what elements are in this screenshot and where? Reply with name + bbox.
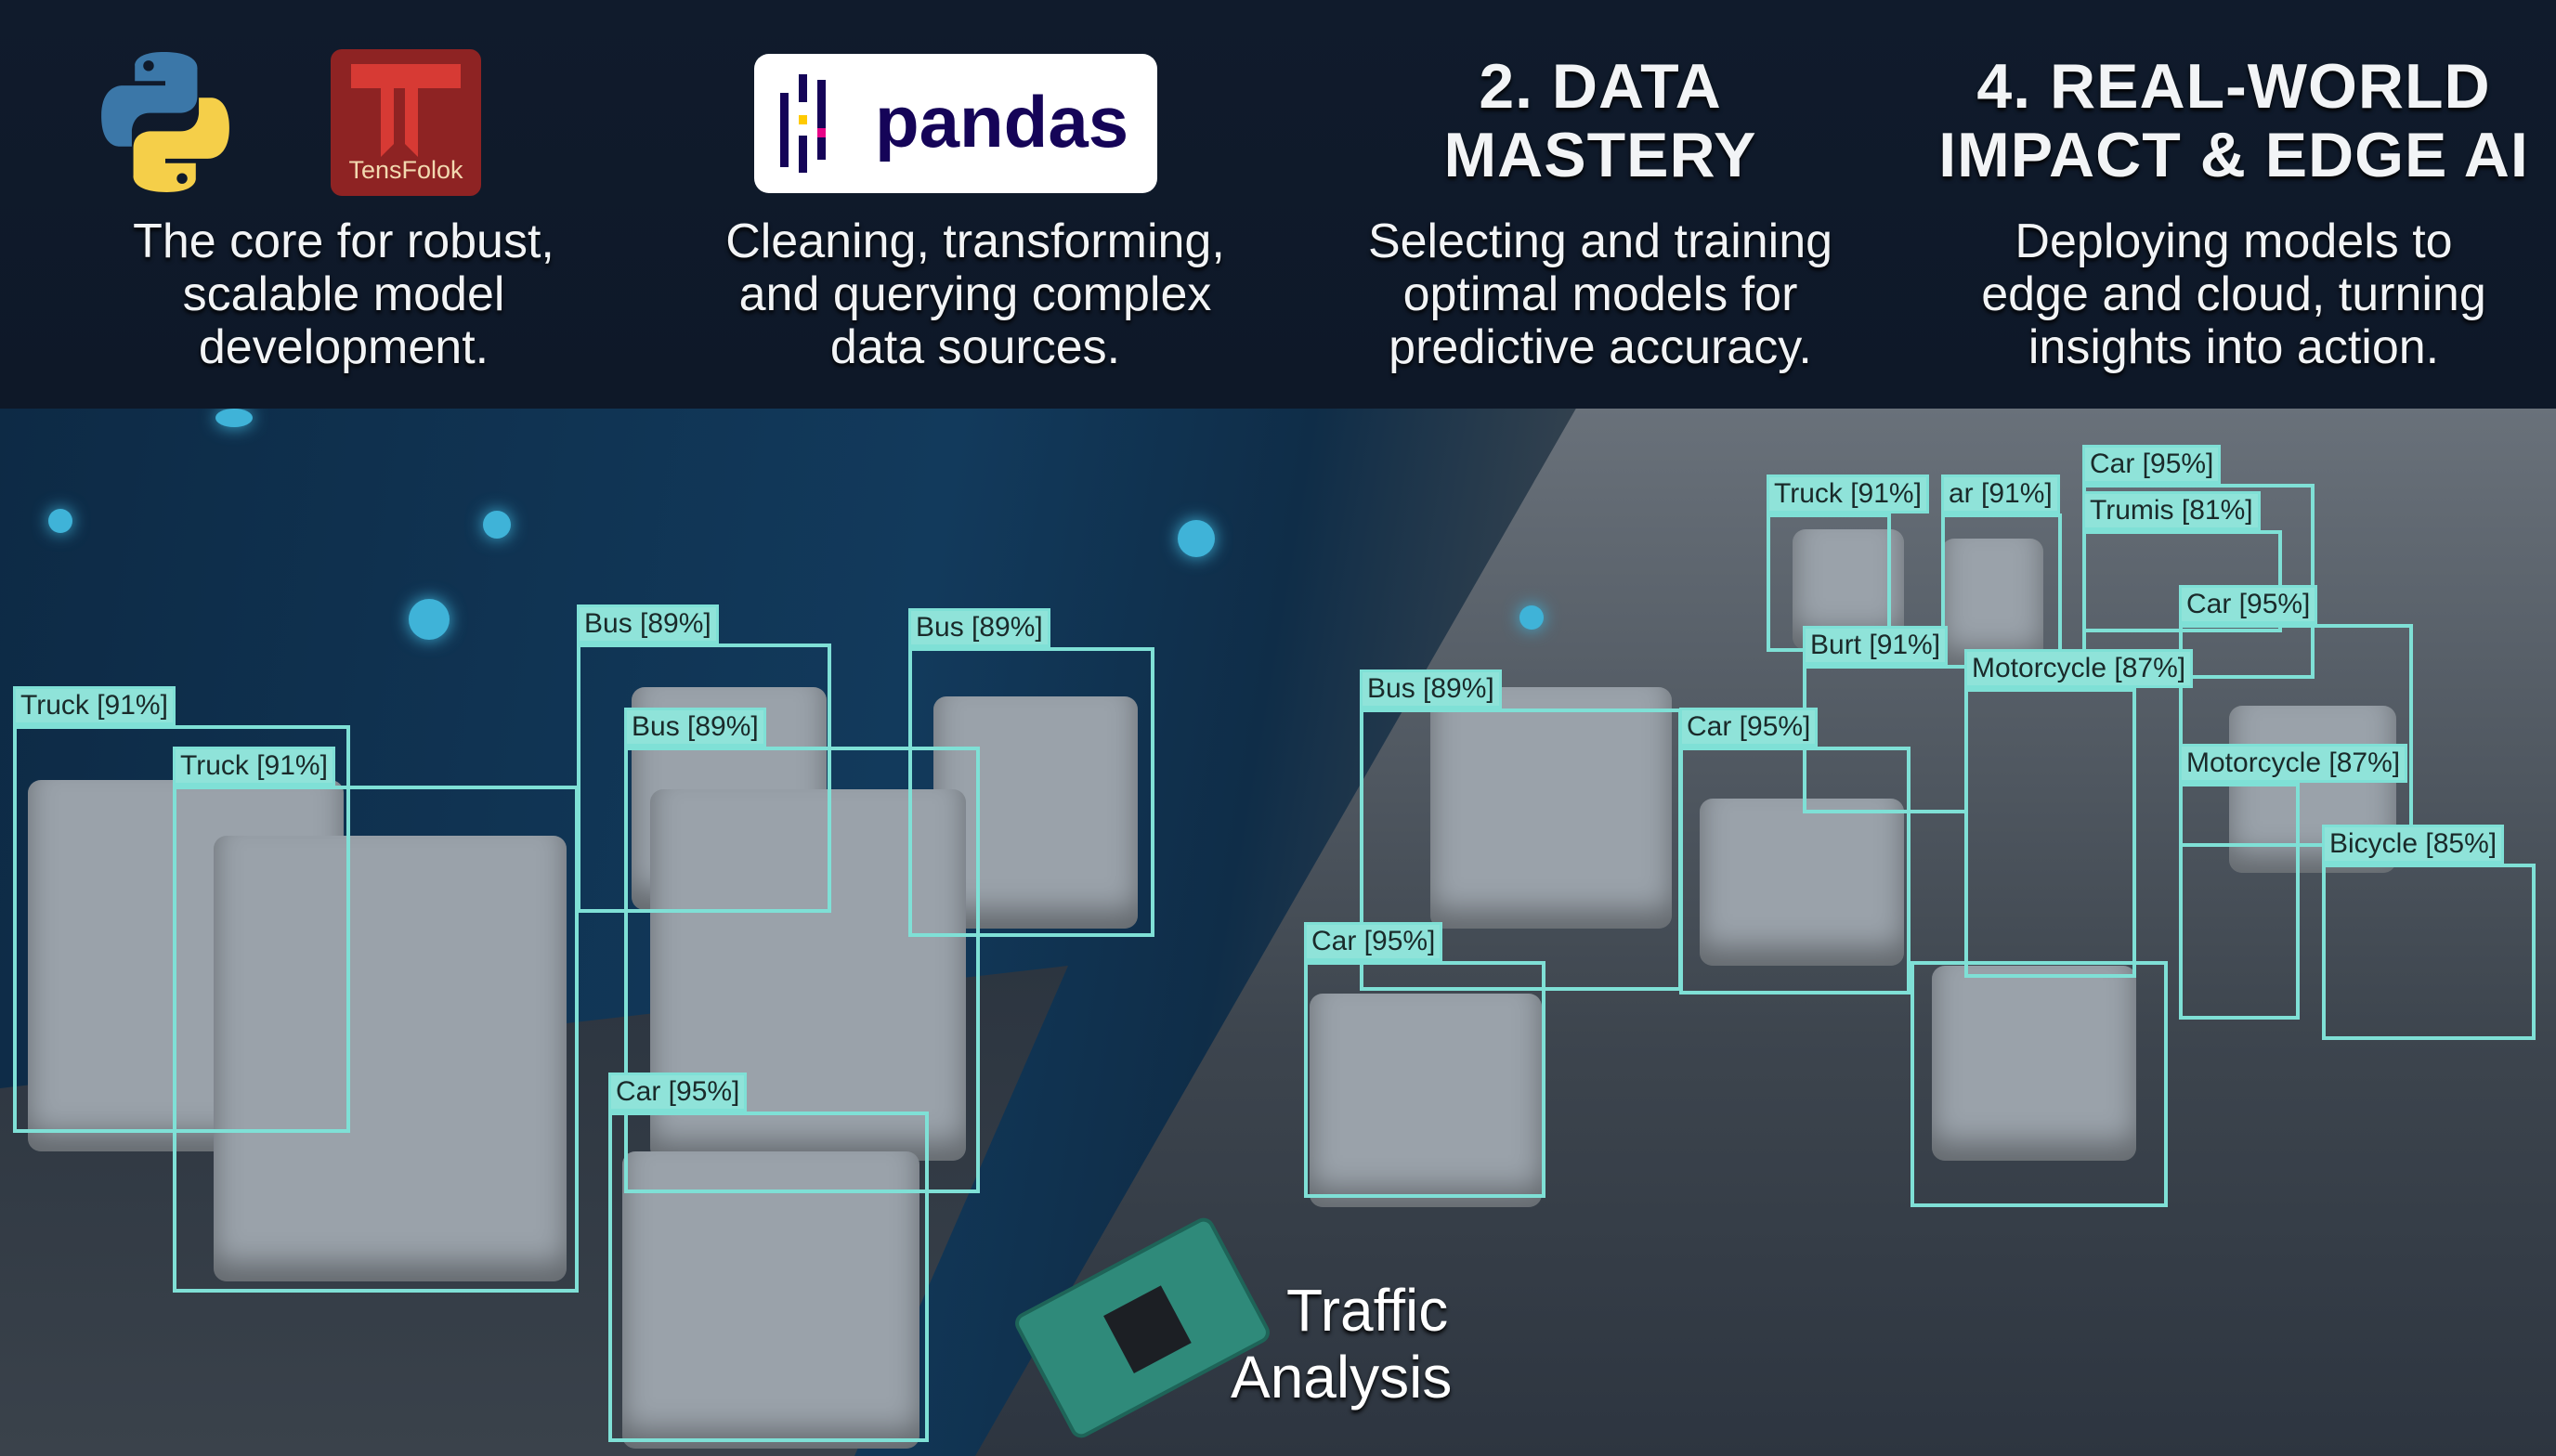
title-line: 4. REAL-WORLD bbox=[1976, 51, 2491, 122]
data-mastery-title: 2. DATA MASTERY bbox=[1322, 52, 1879, 189]
tensorflow-logo-text: TensFolok bbox=[348, 156, 463, 184]
description-line: predictive accuracy. bbox=[1389, 320, 1812, 374]
detection-box bbox=[577, 644, 831, 913]
detection-label: Car [95%] bbox=[1304, 922, 1443, 961]
detection-box bbox=[1803, 665, 1968, 813]
data-mastery-description: Selecting and training optimal models fo… bbox=[1322, 215, 1879, 374]
detection-label: Bus [89%] bbox=[908, 608, 1050, 647]
detection-label: Motorcycle [87%] bbox=[2179, 744, 2408, 783]
detection-label: Bus [89%] bbox=[1360, 670, 1502, 708]
tensorflow-t-icon bbox=[351, 64, 461, 157]
detection-box bbox=[1679, 747, 1910, 994]
title-line: Analysis bbox=[1231, 1344, 1453, 1410]
pandas-description: Cleaning, transforming, and querying com… bbox=[687, 215, 1263, 374]
network-node bbox=[215, 409, 253, 427]
detection-box bbox=[13, 725, 350, 1133]
core-description: The core for robust, scalable model deve… bbox=[74, 215, 613, 374]
description-line: insights into action. bbox=[2028, 320, 2440, 374]
vehicle bbox=[214, 836, 567, 1281]
vehicle bbox=[1310, 994, 1542, 1207]
detection-box bbox=[2179, 783, 2300, 1020]
detection-label: Car [95%] bbox=[2082, 445, 2222, 484]
detection-box bbox=[1910, 961, 2168, 1207]
detection-label: Bus [89%] bbox=[577, 604, 719, 644]
traffic-analysis-title: Traffic Analysis bbox=[1231, 1277, 1452, 1410]
tensorflow-logo: TensFolok bbox=[331, 49, 481, 196]
network-node bbox=[1178, 520, 1215, 557]
detection-label: Bus [89%] bbox=[624, 708, 766, 747]
detection-box bbox=[173, 786, 579, 1293]
detection-box bbox=[1304, 961, 1545, 1198]
pandas-bars-icon bbox=[780, 74, 826, 173]
network-node bbox=[1519, 605, 1544, 630]
detection-box bbox=[624, 747, 980, 1193]
detection-box bbox=[1964, 688, 2136, 978]
pandas-logo: pandas bbox=[754, 54, 1157, 193]
description-line: Cleaning, transforming, bbox=[725, 214, 1225, 268]
vehicle bbox=[1941, 539, 2043, 669]
detection-label: Truck [91%] bbox=[173, 747, 335, 786]
vehicle bbox=[933, 696, 1138, 929]
detection-label: Car [95%] bbox=[608, 1072, 748, 1112]
detection-box bbox=[2322, 864, 2536, 1040]
vehicle bbox=[1430, 687, 1672, 929]
traffic-detection-photo: Truck [91%] Truck [91%] Bus [89%] Bus [89%]… bbox=[0, 409, 2556, 1456]
detection-label: Motorcycle [87%] bbox=[1964, 649, 2194, 688]
detection-box bbox=[908, 647, 1154, 937]
description-line: development. bbox=[198, 320, 489, 374]
network-node bbox=[409, 599, 450, 640]
detection-box bbox=[608, 1112, 929, 1442]
description-line: and querying complex bbox=[738, 267, 1212, 321]
title-line: 2. DATA bbox=[1479, 51, 1722, 122]
title-line: MASTERY bbox=[1443, 120, 1757, 190]
detection-label: ar [91%] bbox=[1941, 474, 2060, 514]
real-world-impact-description: Deploying models to edge and cloud, turn… bbox=[1941, 215, 2526, 374]
description-line: Selecting and training bbox=[1367, 214, 1833, 268]
title-line: Traffic bbox=[1286, 1277, 1449, 1344]
vehicle bbox=[1932, 966, 2136, 1161]
detection-label: Burt [91%] bbox=[1803, 626, 1949, 665]
description-line: scalable model bbox=[182, 267, 505, 321]
detection-box bbox=[1941, 514, 2062, 669]
pandas-logo-text: pandas bbox=[875, 81, 1129, 162]
description-line: The core for robust, bbox=[133, 214, 554, 268]
detection-label: Trumis [81%] bbox=[2082, 491, 2261, 530]
detection-label: Bicycle [85%] bbox=[2322, 825, 2505, 864]
vehicle bbox=[622, 1151, 919, 1449]
detection-label: Car [95%] bbox=[2179, 585, 2318, 624]
description-line: optimal models for bbox=[1402, 267, 1798, 321]
detection-label: Truck [91%] bbox=[13, 686, 176, 725]
vehicle bbox=[1700, 799, 1904, 966]
network-node bbox=[483, 511, 511, 539]
python-logo-icon bbox=[101, 52, 229, 192]
real-world-impact-title: 4. REAL-WORLD IMPACT & EDGE AI bbox=[1913, 52, 2554, 189]
description-line: edge and cloud, turning bbox=[1981, 267, 2486, 321]
title-line: IMPACT & EDGE AI bbox=[1938, 120, 2529, 190]
detection-label: Car [95%] bbox=[1679, 708, 1819, 747]
header-band: TensFolok The core for robust, scalable … bbox=[0, 0, 2556, 409]
detection-label: Truck [91%] bbox=[1767, 474, 1929, 514]
description-line: data sources. bbox=[829, 320, 1121, 374]
network-node bbox=[48, 509, 72, 533]
description-line: Deploying models to bbox=[2015, 214, 2453, 268]
